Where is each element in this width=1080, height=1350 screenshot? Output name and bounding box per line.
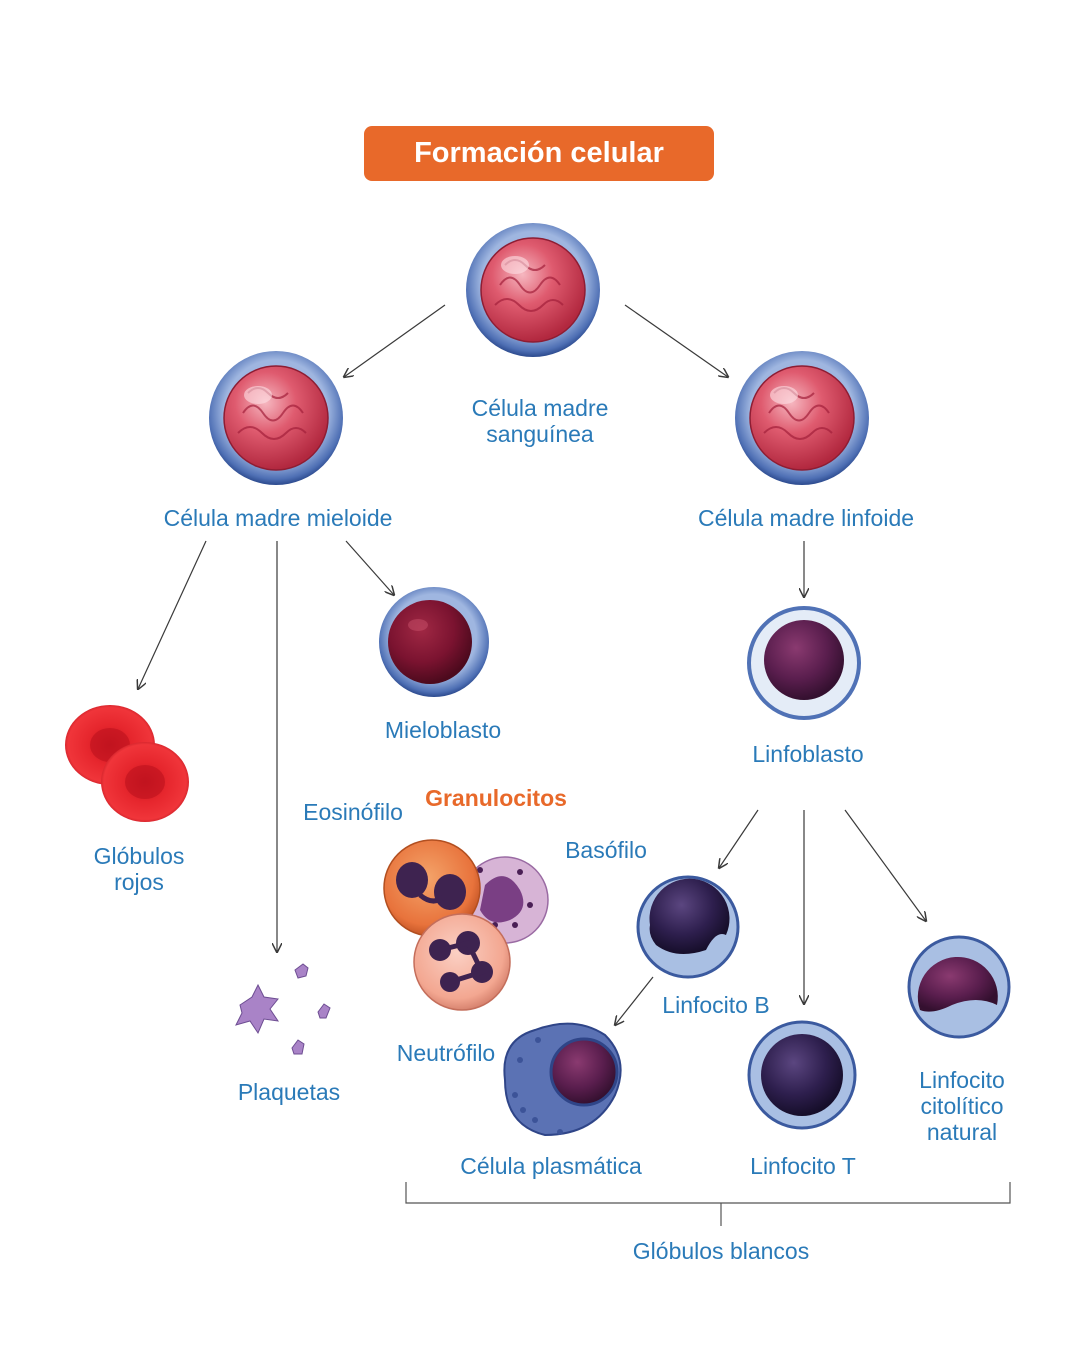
label-basophil: Basófilo: [565, 837, 647, 863]
label-platelets: Plaquetas: [237, 1079, 341, 1105]
label-stem-cell: Célula madre sanguínea: [472, 395, 609, 447]
arrow-lymphoblast-to-b-cell: [719, 809, 759, 868]
label-stem-line2: sanguínea: [486, 421, 594, 447]
label-nk-cell: Linfocito citolítico natural: [919, 1067, 1005, 1145]
label-nk-line3: natural: [926, 1119, 998, 1145]
neutrophil-cell: [413, 913, 511, 1011]
eosinophil-cell: [383, 839, 481, 937]
arrow-stem-to-myeloid: [344, 304, 446, 377]
label-lymphoid: Célula madre linfoide: [697, 505, 915, 531]
t-lymphocyte-image: [747, 1020, 857, 1130]
lymphoblast-image: [747, 606, 861, 720]
plasma-cell-image: [503, 1022, 622, 1137]
arrow-lymphoblast-to-nk: [844, 809, 926, 921]
arrow-stem-to-lymphoid: [624, 304, 728, 377]
lymphoid-stem-cell-image: [735, 351, 869, 485]
platelets-image: [235, 963, 331, 1055]
arrow-myeloid-to-rbc: [138, 540, 207, 689]
label-myeloid: Célula madre mieloide: [163, 505, 393, 531]
label-neutrophil: Neutrófilo: [396, 1040, 496, 1066]
label-rbc-line1: Glóbulos: [93, 843, 185, 869]
nk-cell-image: [907, 935, 1011, 1039]
arrow-b-cell-to-plasma: [615, 976, 654, 1025]
label-lymphoblast: Linfoblasto: [752, 741, 864, 767]
label-stem-line1: Célula madre: [471, 395, 609, 421]
label-nk-line2: citolítico: [920, 1093, 1004, 1119]
granulocytes-image: [383, 839, 549, 1011]
myeloid-stem-cell-image: [209, 351, 343, 485]
label-eosinophil: Eosinófilo: [303, 799, 403, 825]
white-cells-bracket: [405, 1182, 1011, 1226]
label-plasma-cell: Célula plasmática: [460, 1153, 642, 1179]
label-b-lymphocyte: Linfocito B: [662, 992, 770, 1018]
arrows: [138, 304, 926, 1025]
label-myeloblast: Mieloblasto: [384, 717, 502, 743]
b-lymphocyte-image: [636, 875, 740, 979]
arrow-myeloid-to-myeloblast: [345, 540, 394, 595]
myeloblast-image: [379, 587, 489, 697]
title-box: Formación celular: [364, 126, 714, 181]
label-white-blood-cells: Glóbulos blancos: [632, 1238, 810, 1264]
label-granulocytes: Granulocitos: [425, 785, 567, 811]
label-rbc-line2: rojos: [114, 869, 164, 895]
label-nk-line1: Linfocito: [919, 1067, 1005, 1093]
red-blood-cells-image: [65, 705, 189, 822]
page-title: Formación celular: [414, 137, 664, 169]
label-t-lymphocyte: Linfocito T: [750, 1153, 856, 1179]
label-red-blood-cells: Glóbulos rojos: [94, 843, 185, 895]
stem-cell-image: [466, 223, 600, 357]
